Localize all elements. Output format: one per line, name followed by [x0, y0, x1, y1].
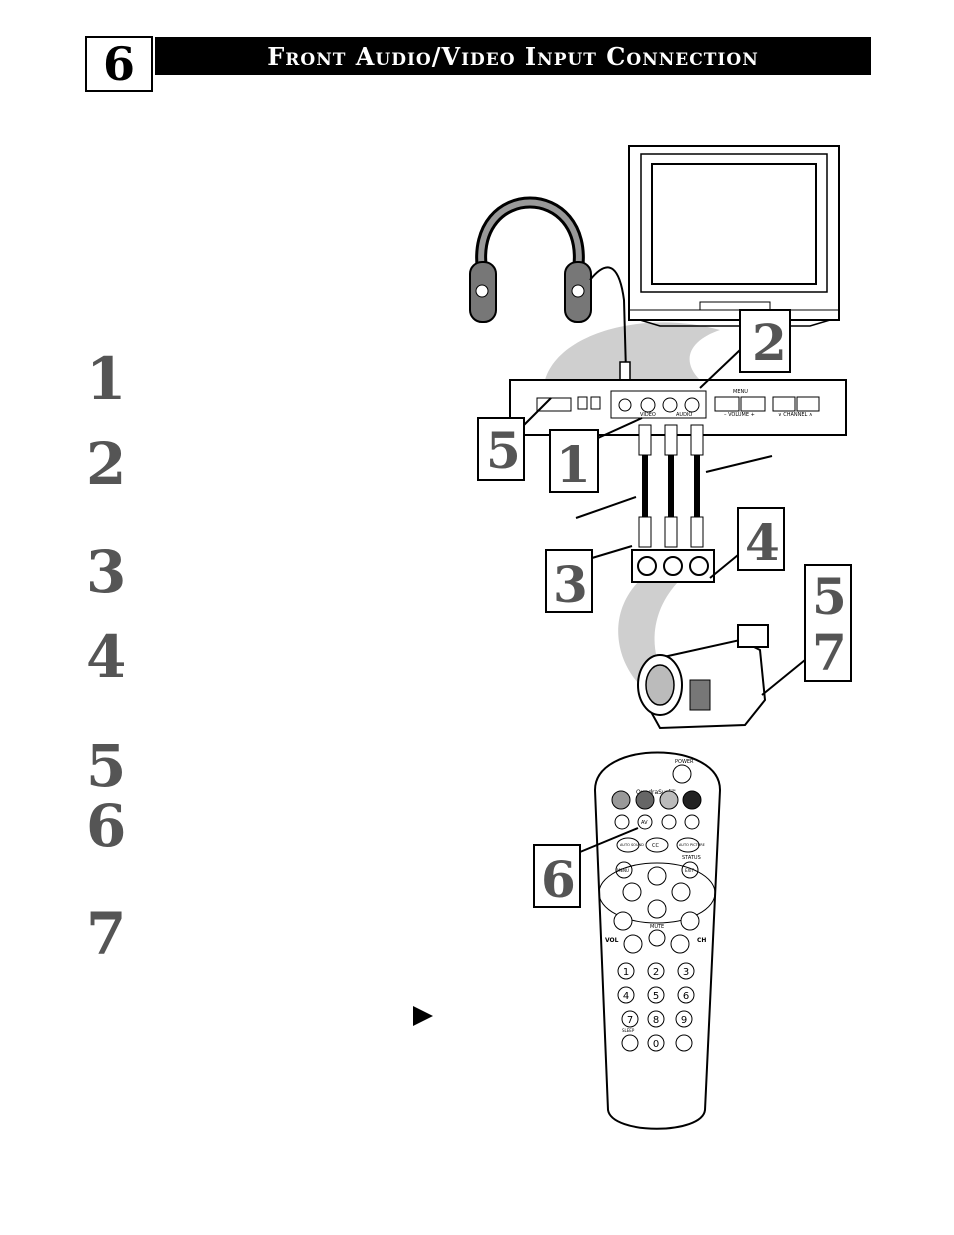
- callout-2: 2: [699, 309, 791, 389]
- step-number-7: 7: [86, 900, 127, 968]
- av-cables: [575, 424, 773, 548]
- svg-text:8: 8: [653, 1015, 659, 1026]
- video-jack-label: VIDEO: [640, 412, 656, 418]
- step-number-3: 3: [86, 538, 127, 606]
- svg-text:5: 5: [486, 421, 521, 480]
- step-number-5: 5: [86, 732, 127, 800]
- callout-3: 3: [545, 545, 633, 614]
- step-number-2: 2: [86, 430, 127, 498]
- callout-4: 4: [709, 507, 785, 579]
- svg-text:6: 6: [541, 850, 576, 909]
- right-triangle-icon: [413, 1006, 433, 1026]
- camcorder-jacks: [631, 549, 715, 583]
- svg-text:1: 1: [556, 435, 591, 494]
- sleep-label: SLEEP: [622, 1028, 635, 1033]
- tv-icon: [628, 145, 840, 327]
- svg-text:4: 4: [745, 513, 780, 572]
- callout-5-7: 5 7: [761, 564, 852, 696]
- svg-text:3: 3: [683, 967, 689, 978]
- camcorder-icon: [637, 624, 769, 730]
- callout-5-headphone: 5: [477, 397, 552, 481]
- cc-label: CC: [652, 843, 659, 849]
- tv-front-panel: VIDEO AUDIO MENU – VOLUME + ∨ CHANNEL ∧: [509, 379, 847, 436]
- svg-text:1: 1: [623, 967, 629, 978]
- svg-text:5: 5: [653, 991, 659, 1002]
- background-swoosh-lower: [618, 580, 690, 700]
- svg-text:4: 4: [623, 991, 629, 1002]
- step-number-1: 1: [86, 345, 127, 413]
- status-label: STATUS: [682, 855, 701, 861]
- step-number-4: 4: [86, 623, 127, 691]
- svg-text:2: 2: [752, 313, 787, 372]
- background-swoosh: [545, 322, 720, 380]
- svg-text:6: 6: [683, 991, 689, 1002]
- step-number-6: 6: [86, 792, 127, 860]
- callout-1: 1: [549, 417, 643, 494]
- remote-control-icon: POWER QuadraSurf™ AV AUTO SOUND CC AUTO …: [593, 751, 722, 1130]
- svg-text:3: 3: [553, 555, 588, 614]
- auto-sound-label: AUTO SOUND: [620, 843, 644, 847]
- panel-menu-label: MENU: [733, 389, 748, 395]
- page-number: 6: [85, 36, 153, 92]
- remote-menu-label: MENU: [617, 868, 629, 873]
- auto-picture-label: AUTO PICTURE: [679, 843, 705, 847]
- quadrasurf-label: QuadraSurf™: [636, 789, 676, 796]
- vol-label: VOL: [605, 937, 619, 944]
- mute-label: MUTE: [650, 924, 664, 930]
- svg-text:0: 0: [653, 1039, 659, 1050]
- av-label: AV: [641, 820, 648, 826]
- svg-text:7: 7: [627, 1015, 633, 1026]
- audio-jack-label: AUDIO: [676, 412, 692, 418]
- svg-text:2: 2: [653, 967, 659, 978]
- svg-text:5: 5: [812, 567, 847, 626]
- volume-label: – VOLUME +: [724, 412, 755, 418]
- exit-label: EXIT: [685, 868, 694, 873]
- channel-label: ∨ CHANNEL ∧: [778, 412, 813, 418]
- svg-text:7: 7: [812, 623, 847, 682]
- power-label: POWER: [675, 759, 694, 765]
- svg-text:9: 9: [681, 1015, 687, 1026]
- callout-6: 6: [533, 827, 639, 909]
- page-title: Front Audio/Video Input Connection: [155, 37, 871, 75]
- ch-label: CH: [697, 937, 706, 944]
